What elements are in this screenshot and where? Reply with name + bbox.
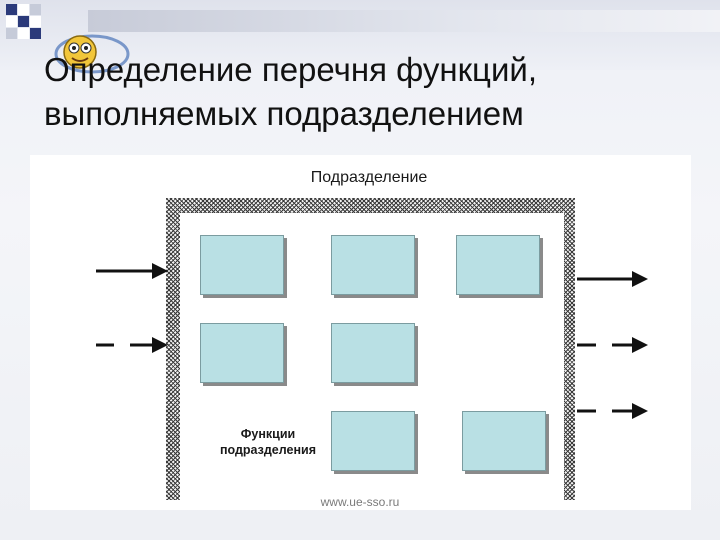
diagram-panel: Подразделение Функции подразделения [30,155,691,510]
input-dashed-arrow [96,337,168,353]
function-box [462,411,546,471]
input-solid-arrow [96,263,168,279]
function-box [200,235,284,295]
unit-label: Подразделение [310,169,428,186]
output-dashed-arrow [577,403,648,419]
flow-arrows [96,263,648,419]
function-box [456,235,540,295]
function-box [200,323,284,383]
function-box [331,235,415,295]
slide-header-line [88,10,720,32]
functions-label: Функции подразделения [219,427,317,457]
slide-title: Определение перечня функций, выполняемых… [44,51,537,132]
output-dashed-arrow [577,337,648,353]
function-box [331,411,415,471]
output-solid-arrow [577,271,648,287]
checker-decoration [6,4,54,44]
function-box [331,323,415,383]
watermark-text: www.ue-sso.ru [320,495,400,509]
logo-icon [54,34,130,74]
